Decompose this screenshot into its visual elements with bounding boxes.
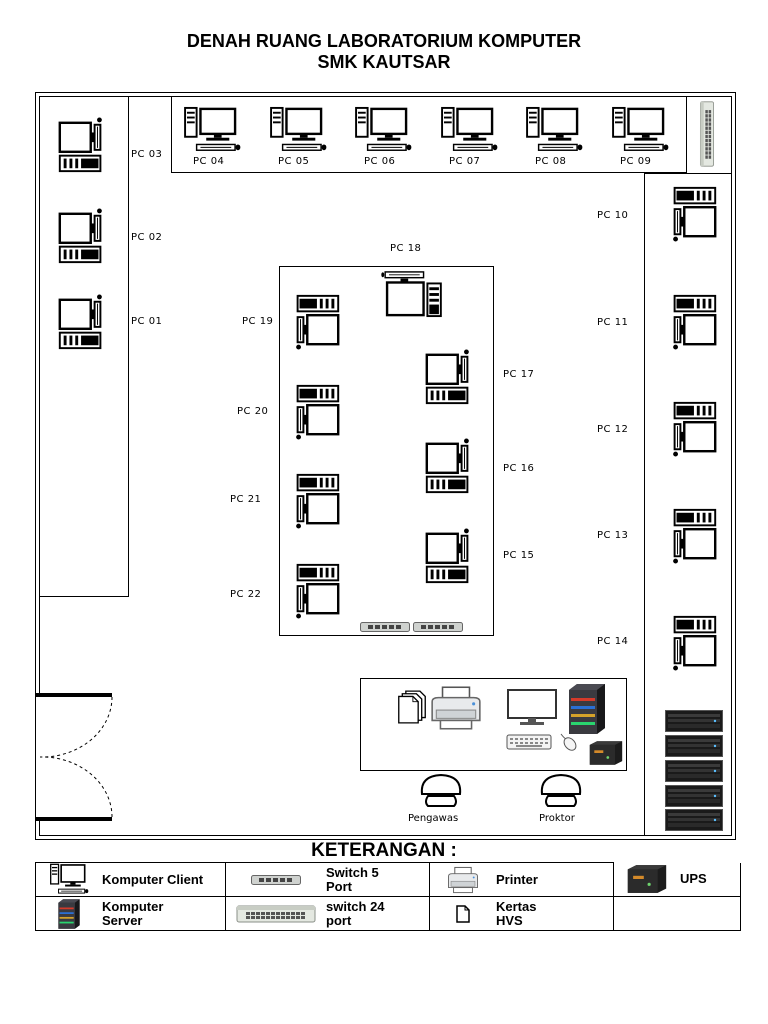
room-outer-wall	[35, 92, 736, 840]
pc-icon	[57, 208, 109, 266]
pc-label: PC 04	[193, 156, 225, 167]
legend-label-server: Komputer Server	[102, 898, 164, 928]
keyboard-icon	[506, 734, 552, 750]
seat-label-pengawas: Pengawas	[408, 813, 459, 824]
pc-icon	[523, 106, 585, 156]
legend-label-ups: UPS	[680, 871, 707, 886]
pc-label: PC 17	[503, 369, 535, 380]
chair-icon	[420, 773, 462, 807]
pc-icon	[267, 106, 329, 156]
pc-label: PC 03	[131, 149, 163, 160]
legend-cell-ups: UPS	[613, 862, 741, 897]
pc-icon	[609, 106, 671, 156]
legend-cell-switch24: switch 24 port	[225, 896, 430, 931]
legend-table: Komputer Client Switch 5 Port Printer	[35, 862, 741, 931]
pc-label: PC 19	[242, 316, 274, 327]
server-icon	[565, 682, 609, 736]
rack-server-icon	[665, 710, 723, 732]
legend-cell-server: Komputer Server	[35, 896, 226, 931]
pc-label: PC 07	[449, 156, 481, 167]
pc-icon	[666, 506, 718, 564]
legend-cell-client: Komputer Client	[35, 862, 226, 897]
switch-24-port-icon	[699, 101, 715, 167]
pc-icon	[57, 117, 109, 175]
server-icon	[36, 898, 102, 930]
switch-24-port-icon	[226, 902, 326, 926]
paper-stack-icon	[397, 689, 427, 725]
pc-label: PC 02	[131, 232, 163, 243]
paper-icon	[430, 903, 496, 925]
admin-desk	[360, 678, 627, 771]
legend-label-paper: Kertas HVS	[496, 898, 537, 928]
legend-label-switch5: Switch 5 Port	[326, 864, 379, 894]
mouse-icon	[560, 733, 577, 751]
pc-icon	[289, 561, 341, 619]
pc-icon	[666, 613, 718, 671]
pc-label: PC 08	[535, 156, 567, 167]
pc-icon	[181, 106, 243, 156]
page-title: DENAH RUANG LABORATORIUM KOMPUTER	[186, 31, 582, 51]
legend-cell-switch5: Switch 5 Port	[225, 862, 430, 897]
legend-cell-paper: Kertas HVS	[429, 896, 614, 931]
pc-label: PC 20	[237, 406, 269, 417]
left-desk	[39, 96, 129, 597]
pc-label: PC 11	[597, 317, 629, 328]
pc-label: PC 13	[597, 530, 629, 541]
rack-server-icon	[665, 785, 723, 807]
seat-label-proktor: Proktor	[539, 813, 575, 824]
pc-label: PC 01	[131, 316, 163, 327]
legend-label-printer: Printer	[496, 871, 538, 887]
pc-icon	[666, 399, 718, 457]
client-pc-icon	[36, 863, 102, 897]
pc-label: PC 18	[390, 243, 422, 254]
legend-cell-printer: Printer	[429, 862, 614, 897]
pc-icon	[352, 106, 414, 156]
legend-label-client: Komputer Client	[102, 871, 204, 887]
pc-label: PC 14	[597, 636, 629, 647]
monitor-icon	[507, 689, 557, 725]
pc-icon	[666, 184, 718, 242]
pc-icon	[57, 294, 109, 352]
pc-label: PC 12	[597, 424, 629, 435]
center-desk	[279, 266, 494, 636]
page-subtitle: SMK KAUTSAR	[317, 52, 451, 72]
pc-label: PC 22	[230, 589, 262, 600]
pc-label: PC 05	[278, 156, 310, 167]
rack-server-icon	[665, 809, 723, 831]
pc-icon	[424, 438, 476, 496]
right-desk	[644, 173, 732, 836]
pc-icon	[666, 292, 718, 350]
chair-icon	[540, 773, 582, 807]
legend-cell-empty	[613, 896, 741, 931]
legend-heading: KETERANGAN :	[311, 840, 457, 861]
legend-label-switch24: switch 24 port	[326, 898, 385, 928]
pc-icon	[289, 292, 341, 350]
printer-icon	[430, 866, 496, 894]
ups-icon	[588, 739, 624, 767]
switch-5-port-icon	[360, 622, 410, 632]
pc-icon	[424, 528, 476, 586]
pc-label: PC 16	[503, 463, 535, 474]
switch-5-port-icon	[226, 874, 326, 886]
door	[36, 693, 113, 821]
rack-server-icon	[665, 760, 723, 782]
pc-icon	[424, 349, 476, 407]
pc-label: PC 10	[597, 210, 629, 221]
switch-5-port-icon	[413, 622, 463, 632]
pc-label: PC 06	[364, 156, 396, 167]
pc-label: PC 09	[620, 156, 652, 167]
top-desk	[171, 96, 687, 173]
pc-icon	[289, 382, 341, 440]
pc-label: PC 21	[230, 494, 262, 505]
ups-icon	[614, 863, 680, 895]
pc-label: PC 15	[503, 550, 535, 561]
pc-icon	[289, 471, 341, 529]
printer-icon	[428, 685, 484, 731]
rack-server-icon	[665, 735, 723, 757]
pc-icon	[438, 106, 500, 156]
pc-icon	[380, 270, 446, 318]
